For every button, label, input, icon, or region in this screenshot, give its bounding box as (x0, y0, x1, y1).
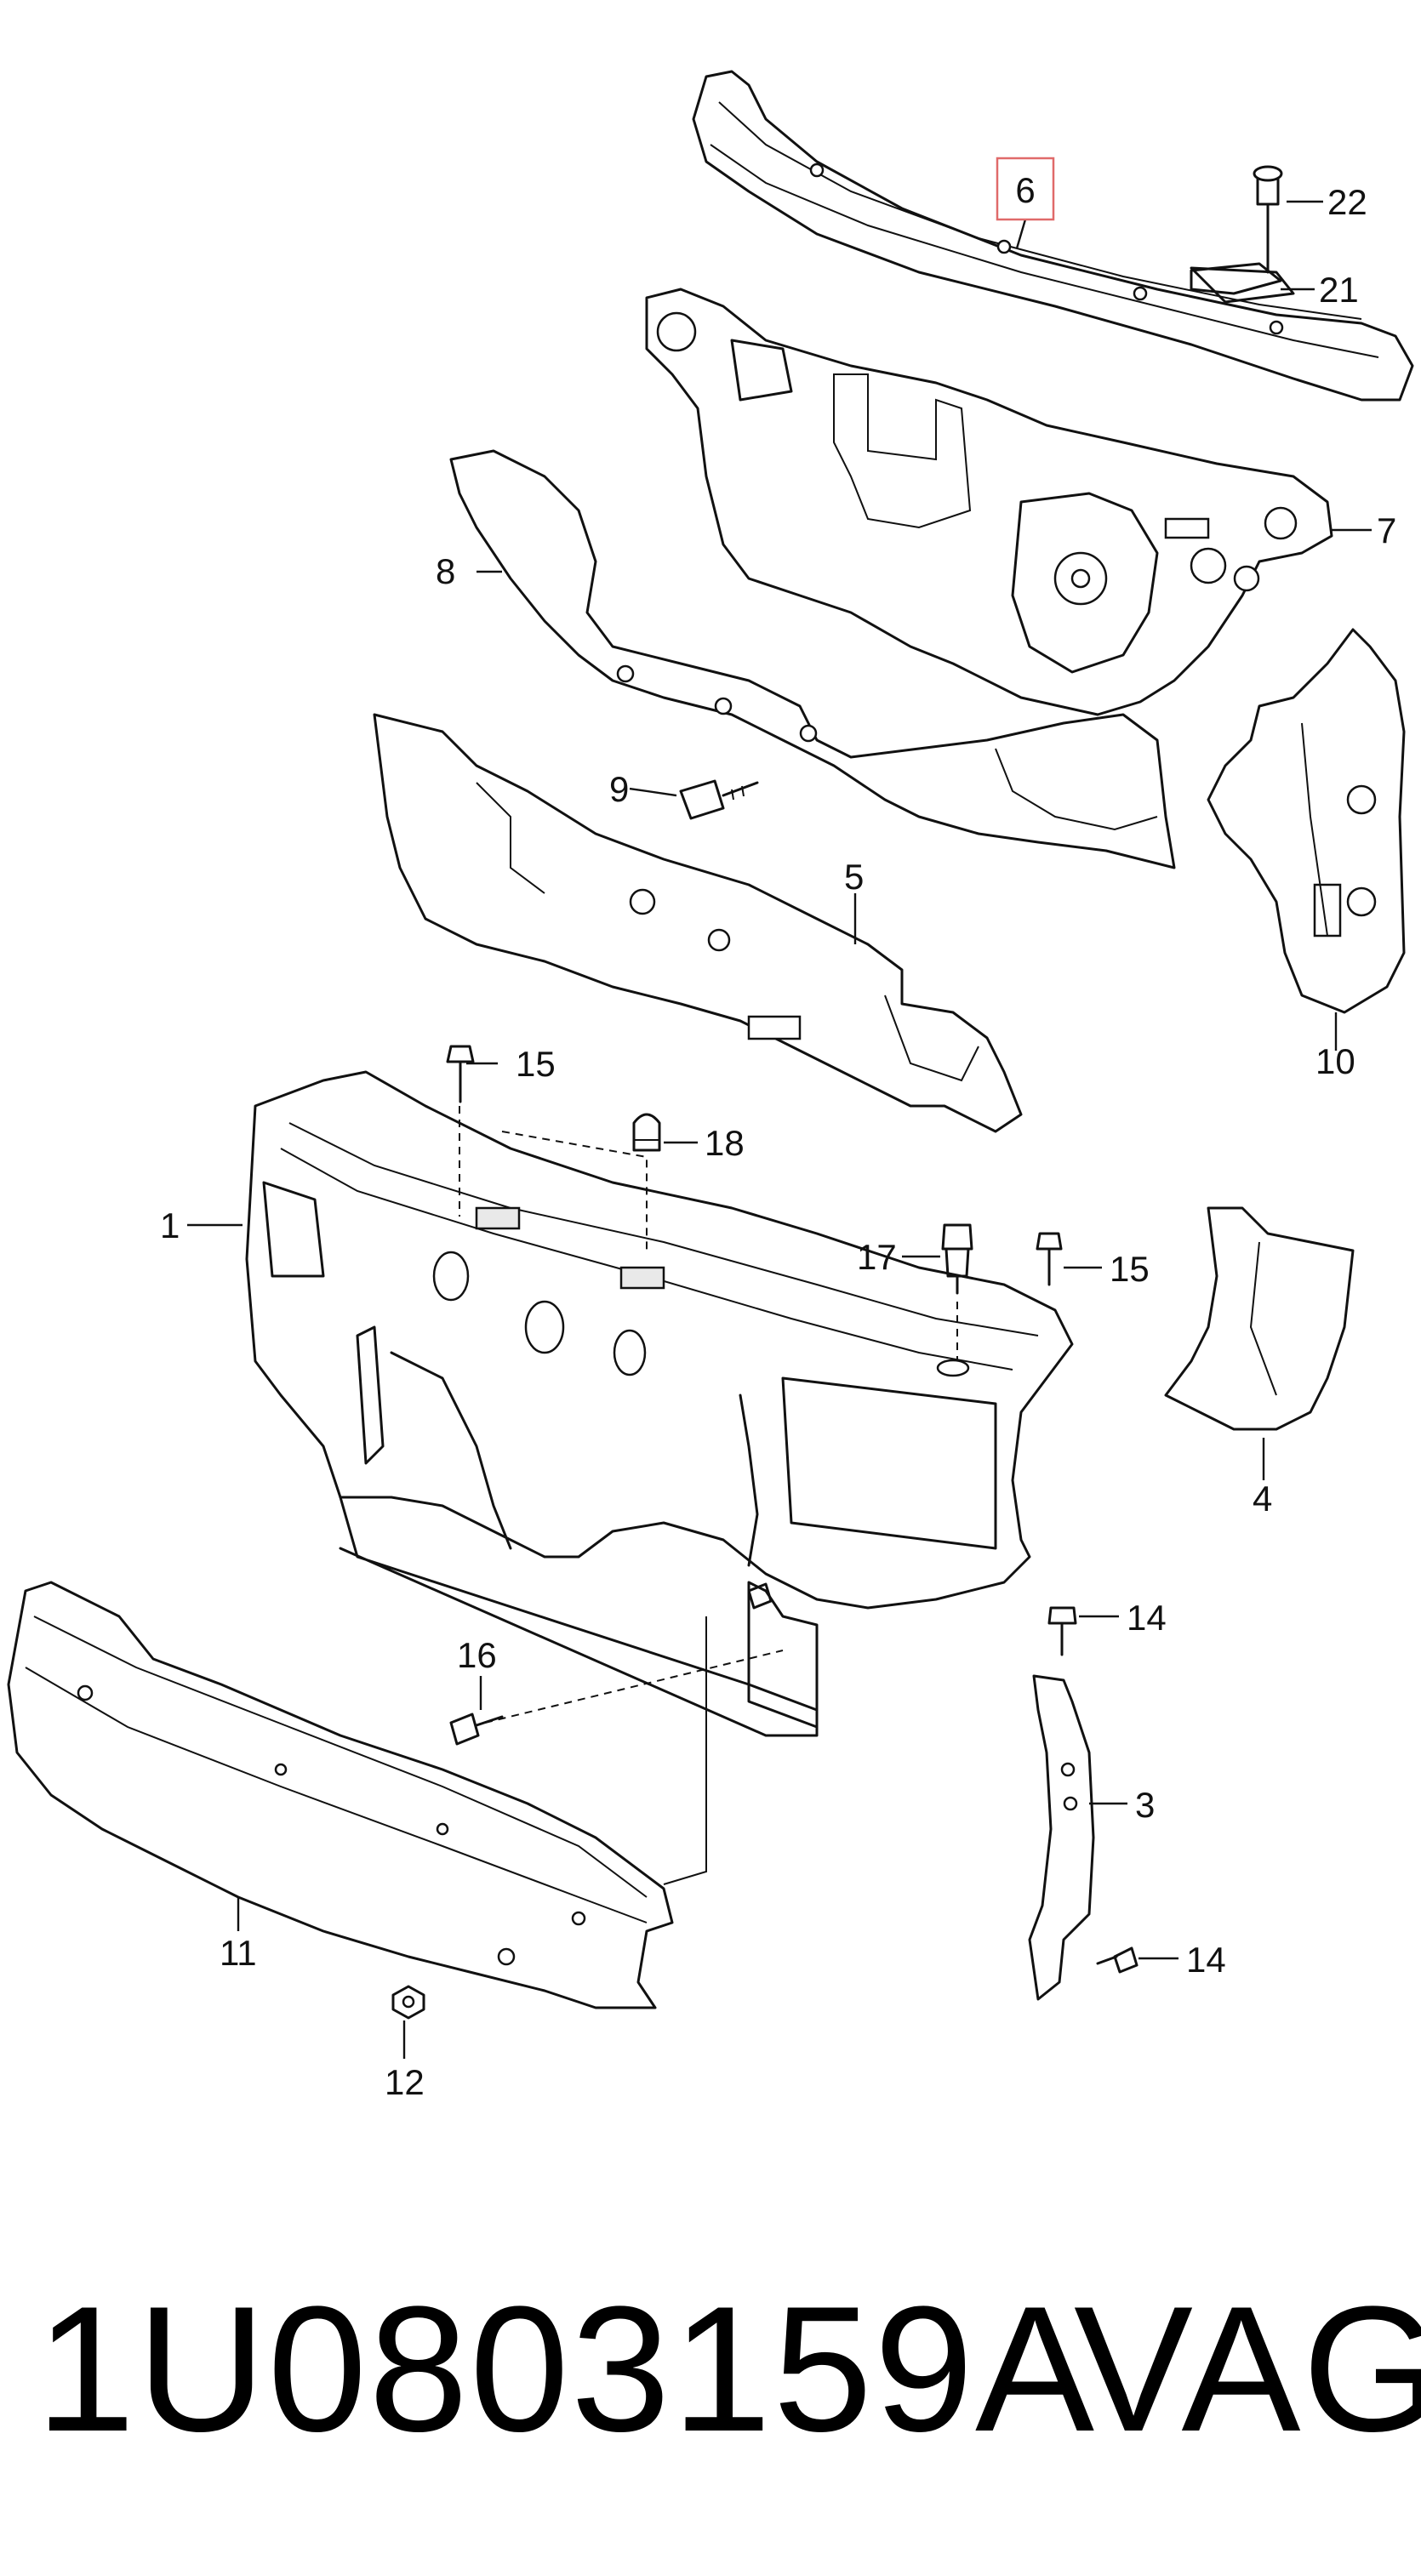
callout-17: 17 (857, 1237, 897, 1277)
part-15-bolt-right (1036, 1232, 1063, 1286)
callout-12: 12 (385, 2062, 425, 2102)
part-number: 1U0803159A (36, 2269, 1097, 2469)
callout-1: 1 (160, 1205, 180, 1245)
dashed-leader-18 (501, 1131, 648, 1251)
part-22-bolt (1253, 165, 1283, 274)
part-17-bolt (941, 1223, 973, 1295)
part-4-detail (1249, 1241, 1277, 1396)
callout-9: 9 (609, 769, 629, 809)
callout-8: 8 (436, 551, 455, 591)
callout-21: 21 (1319, 270, 1359, 310)
part-9-screw (679, 779, 759, 820)
part-21-bracket (1190, 262, 1282, 295)
callout-14-bottom: 14 (1186, 1940, 1226, 1980)
callout-15-right: 15 (1110, 1249, 1150, 1289)
part-10-side-panel (1207, 628, 1406, 1014)
callout-3: 3 (1135, 1785, 1155, 1825)
part-4-bracket (1164, 1206, 1355, 1431)
callout-14-top: 14 (1127, 1598, 1167, 1638)
part-1-front-panel (245, 1070, 1074, 1737)
callout-22: 22 (1327, 182, 1367, 222)
exploded-parts-diagram: 6 22 21 7 8 9 5 10 1 15 18 17 15 4 14 16… (7, 70, 1414, 2102)
dashed-leader-16 (484, 1650, 784, 1724)
leader-lines (187, 200, 1372, 2059)
callout-18: 18 (705, 1123, 745, 1163)
callout-6: 6 (1015, 170, 1035, 210)
part-7-bulkhead-insulation (645, 288, 1333, 716)
callout-11: 11 (220, 1933, 257, 1973)
part-5-insulation-mat (373, 713, 1023, 1133)
callout-5: 5 (844, 857, 864, 897)
part-16-screw (449, 1713, 504, 1746)
callout-4: 4 (1253, 1479, 1272, 1519)
part-12-nut (391, 1985, 425, 2020)
part-15-bolt-left (446, 1045, 475, 1103)
part-18-plug (632, 1113, 661, 1152)
part-3-vertical-bracket (1028, 1674, 1095, 2001)
part-16b-screw (747, 1582, 773, 1610)
highlight-box-part-6 (996, 157, 1055, 221)
callout-labels: 6 22 21 7 8 9 5 10 1 15 18 17 15 4 14 16… (160, 170, 1396, 2102)
callout-15-left: 15 (516, 1044, 556, 1084)
callout-10: 10 (1315, 1041, 1355, 1081)
part-6-cowl-panel (692, 70, 1414, 402)
callout-16: 16 (457, 1635, 497, 1675)
part-8-insulation-piece (449, 449, 1176, 869)
callout-7: 7 (1377, 510, 1396, 550)
leader-bracket-16 (663, 1616, 707, 1885)
part-11-crossmember (7, 1581, 674, 2009)
brand-name: VAG (1074, 2269, 1421, 2469)
part-14-screw-bottom (1096, 1946, 1139, 1974)
part-14-screw-top (1047, 1606, 1077, 1656)
